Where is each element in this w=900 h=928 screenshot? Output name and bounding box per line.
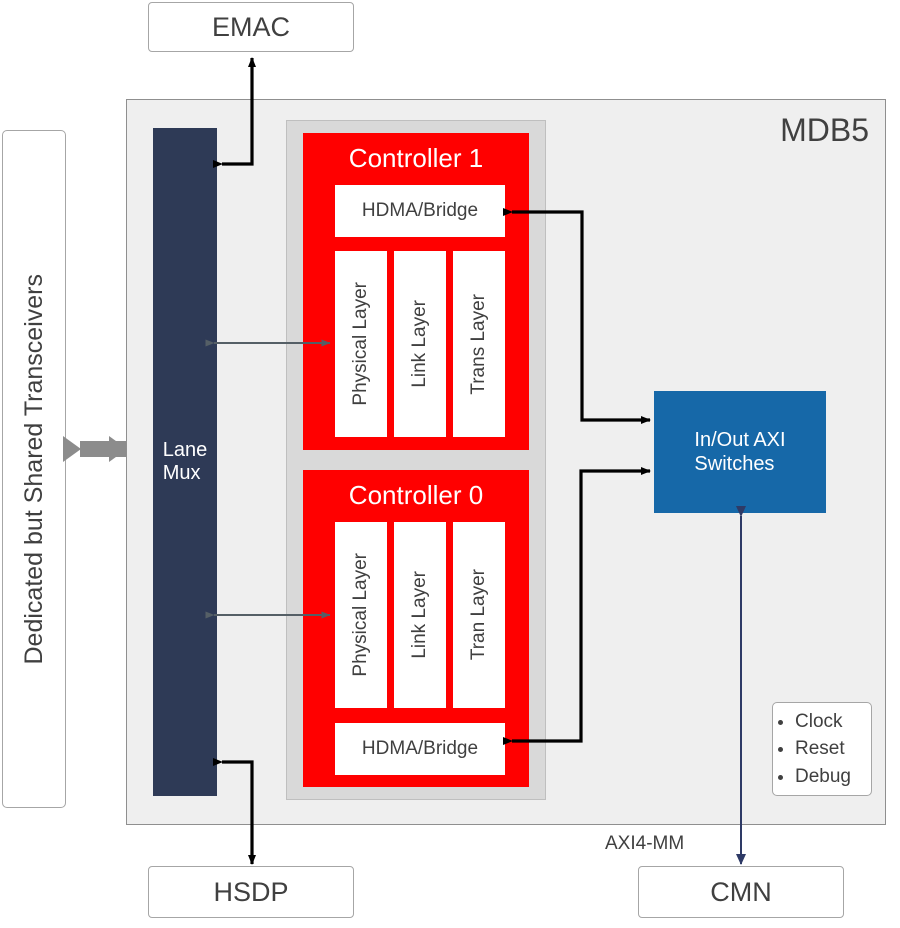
shared-transceivers-label: Dedicated but Shared Transceivers <box>19 273 48 665</box>
controller-0-hdma-bridge[interactable]: HDMA/Bridge <box>335 723 505 775</box>
controller-1-link-layer-label: Link Layer <box>409 300 430 388</box>
lane-mux-block[interactable]: Lane Mux <box>153 128 217 796</box>
hsdp-label: HSDP <box>213 876 289 907</box>
axi-switches-label: In/Out AXI Switches <box>694 429 786 475</box>
controller-0-physical-layer-label: Physical Layer <box>350 553 371 677</box>
axi4-mm-label: AXI4-MM <box>605 833 685 854</box>
controller-0-tran-layer-label: Tran Layer <box>468 569 489 661</box>
controller-0-hdma-label: HDMA/Bridge <box>361 738 479 759</box>
controller-1-trans-layer[interactable]: Trans Layer <box>453 251 505 437</box>
controller-0-link-layer[interactable]: Link Layer <box>394 522 446 708</box>
controller-1-physical-layer[interactable]: Physical Layer <box>335 251 387 437</box>
mdb5-container: MDB5 Lane Mux Controller 1 HDMA/Bridge P… <box>126 99 886 825</box>
clock-reset-debug-list: Clock Reset Debug <box>773 708 851 791</box>
controller-1-hdma-label: HDMA/Bridge <box>361 200 479 221</box>
list-item: Debug <box>795 763 851 791</box>
controller-1-trans-layer-label: Trans Layer <box>468 293 489 395</box>
controller-0-tran-layer[interactable]: Tran Layer <box>453 522 505 708</box>
clock-reset-debug-note: Clock Reset Debug <box>772 702 872 796</box>
hsdp-block[interactable]: HSDP <box>148 866 354 918</box>
controller-0-block[interactable]: Controller 0 Physical Layer Link Layer T… <box>303 470 529 787</box>
controllers-panel: Controller 1 HDMA/Bridge Physical Layer … <box>286 120 546 800</box>
emac-label: EMAC <box>211 11 290 42</box>
list-item: Reset <box>795 735 851 763</box>
controller-1-title: Controller 1 <box>348 143 484 173</box>
cmn-label: CMN <box>710 876 772 907</box>
shared-transceivers-block[interactable]: Dedicated but Shared Transceivers <box>2 130 66 808</box>
in-out-axi-switches-block[interactable]: In/Out AXI Switches <box>654 391 826 513</box>
controller-1-hdma-bridge[interactable]: HDMA/Bridge <box>335 185 505 237</box>
controller-0-link-layer-label: Link Layer <box>409 571 430 659</box>
list-item: Clock <box>795 708 851 736</box>
cmn-block[interactable]: CMN <box>638 866 844 918</box>
lane-mux-label: Lane Mux <box>162 439 208 484</box>
emac-block[interactable]: EMAC <box>148 2 354 52</box>
mdb5-title: MDB5 <box>780 112 869 148</box>
controller-1-link-layer[interactable]: Link Layer <box>394 251 446 437</box>
controller-1-block[interactable]: Controller 1 HDMA/Bridge Physical Layer … <box>303 133 529 450</box>
controller-0-physical-layer[interactable]: Physical Layer <box>335 522 387 708</box>
controller-0-title: Controller 0 <box>348 480 484 510</box>
controller-1-physical-layer-label: Physical Layer <box>350 282 371 406</box>
